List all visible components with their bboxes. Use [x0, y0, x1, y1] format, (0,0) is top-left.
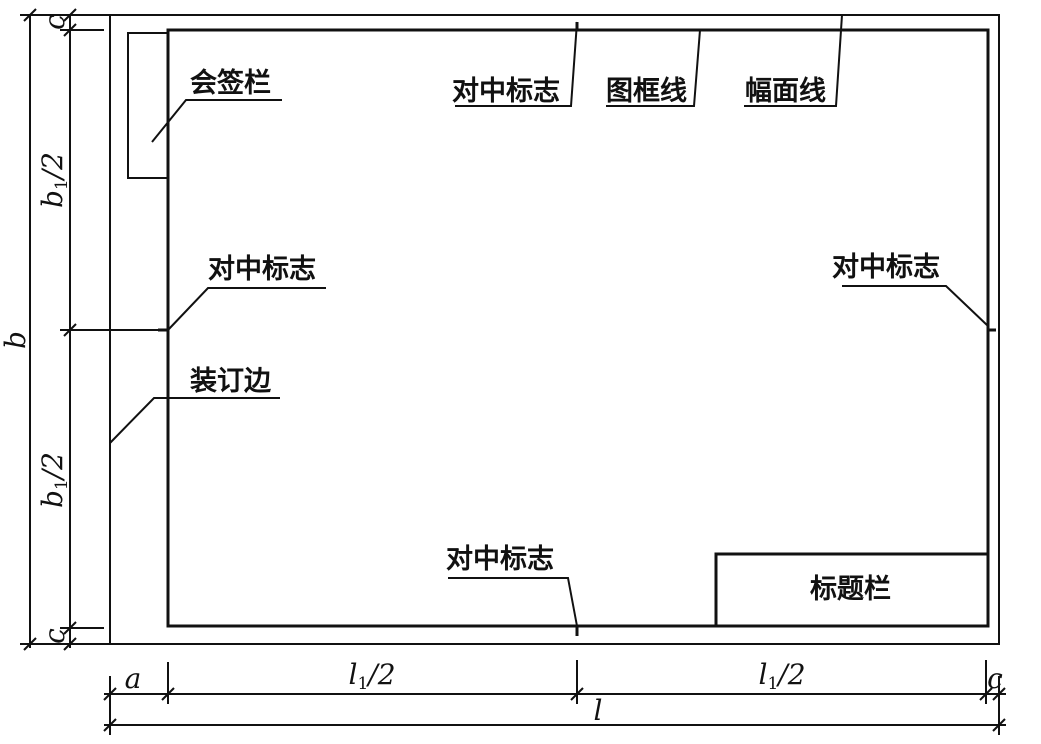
dim-label-c-right: c [987, 662, 1003, 695]
b1-suffix: /2 [36, 452, 69, 482]
tick [23, 637, 37, 651]
tick [992, 687, 1006, 701]
tick [63, 637, 77, 651]
tick [992, 718, 1006, 732]
label-frame-line: 图框线 [606, 76, 687, 107]
tick [63, 23, 77, 37]
leader-binding-edge [109, 397, 280, 444]
leader-countersign [151, 99, 282, 143]
b1-suffix: /2 [36, 152, 69, 182]
l1-subscript: 1 [357, 674, 368, 694]
label-centering-mark-left: 对中标志 [208, 254, 316, 285]
sheet-edge-rect [109, 14, 1000, 645]
l1-letter: l [758, 658, 767, 691]
leader-center-top [455, 21, 578, 107]
tick [161, 687, 175, 701]
tick [979, 687, 993, 701]
leader-center-right [842, 285, 989, 327]
dim-label-a: a [125, 662, 142, 695]
tick [23, 8, 37, 22]
leader-center-left [167, 287, 326, 331]
b1-letter: b [36, 190, 69, 208]
leader-frame-line [606, 29, 701, 107]
dim-label-l: l [594, 694, 603, 727]
tick [63, 621, 77, 635]
tick [63, 8, 77, 22]
label-countersign-block: 会签栏 [190, 67, 271, 99]
label-sheet-edge-line: 幅面线 [745, 76, 826, 107]
bottom-dimensions: a c l l1/2 l1/2 [103, 658, 1006, 735]
dim-label-b1-lower: b1/2 [36, 452, 72, 508]
label-title-block: 标题栏 [810, 574, 891, 605]
b1-letter: b [36, 490, 69, 508]
b1-subscript: 1 [52, 479, 72, 490]
countersign-block-rect [127, 32, 169, 179]
dim-label-c-bottom: c [38, 628, 71, 644]
leader-center-bottom [448, 577, 578, 627]
l1-letter: l [348, 658, 357, 691]
dim-label-b1-upper: b1/2 [36, 152, 72, 208]
tick [103, 718, 117, 732]
tick [63, 323, 77, 337]
tick [570, 687, 584, 701]
tick [103, 687, 117, 701]
l1-suffix: /2 [775, 658, 805, 691]
dim-label-b: b [0, 331, 32, 349]
left-dimensions: b c c b1/2 b1/2 [0, 8, 158, 651]
title-block-rect [714, 552, 990, 628]
drawing-frame-rect [166, 28, 990, 628]
l1-suffix: /2 [365, 658, 395, 691]
label-centering-mark-right: 对中标志 [832, 252, 940, 283]
l1-subscript: 1 [767, 674, 778, 694]
dim-label-l1-right: l1/2 [758, 658, 805, 694]
leader-sheet-edge [744, 14, 843, 107]
label-binding-edge: 装订边 [190, 366, 272, 397]
b1-subscript: 1 [52, 179, 72, 190]
label-centering-mark-top: 对中标志 [452, 76, 560, 107]
label-centering-mark-bottom: 对中标志 [446, 544, 554, 575]
dim-label-c-top: c [38, 14, 71, 30]
dim-label-l1-left: l1/2 [348, 658, 395, 694]
